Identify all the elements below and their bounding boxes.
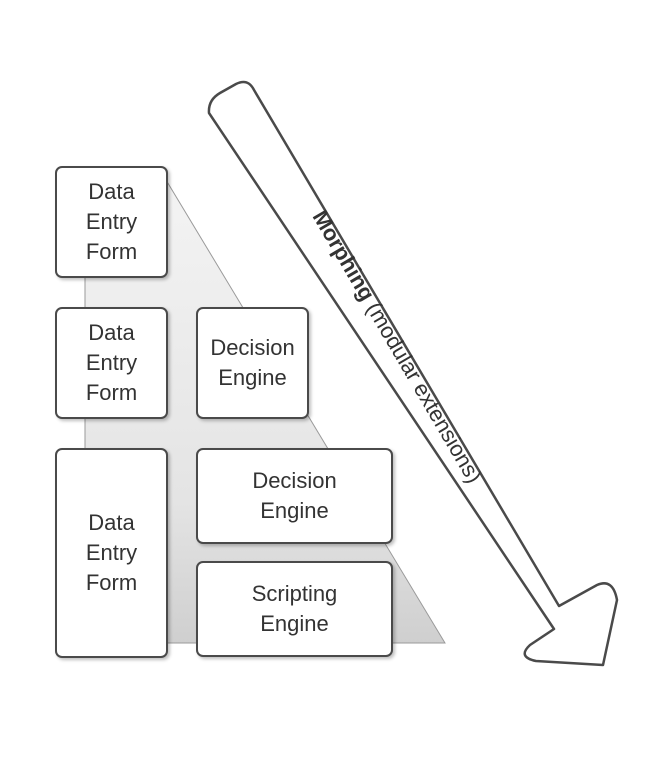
data-entry-form-label: Data Entry Form [85, 320, 138, 405]
data-entry-form-label: Data Entry Form [85, 179, 138, 264]
arrow-label: Morphing (modular extensions) [308, 206, 487, 488]
scripting-engine-label: Scripting Engine [251, 581, 338, 636]
decision-engine-box-wide: Decision Engine [196, 448, 393, 544]
decision-engine-label: Decision Engine [252, 468, 337, 523]
data-entry-form-box-bottom: Data Entry Form [55, 448, 168, 658]
scripting-engine-box: Scripting Engine [196, 561, 393, 657]
decision-engine-label: Decision Engine [210, 335, 295, 390]
data-entry-form-label: Data Entry Form [85, 510, 138, 595]
data-entry-form-box-top: Data Entry Form [55, 166, 168, 278]
decision-engine-box-small: Decision Engine [196, 307, 309, 419]
data-entry-form-box-middle: Data Entry Form [55, 307, 168, 419]
